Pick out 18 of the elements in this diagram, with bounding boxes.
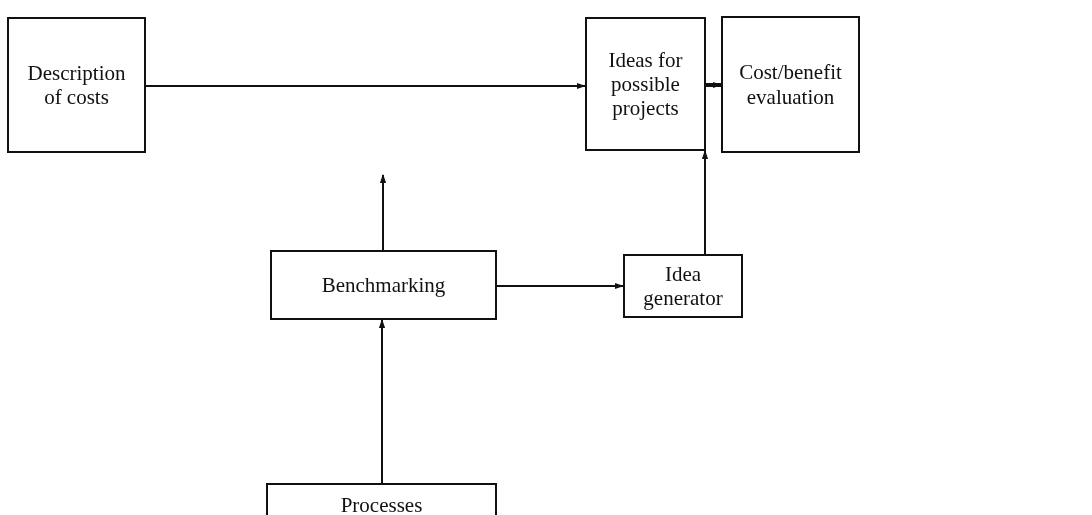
- process-box: [585, 17, 706, 151]
- box-label: Ideas for possible projects: [607, 47, 684, 121]
- arrow: [145, 82, 586, 90]
- box-label: Idea generator: [642, 261, 724, 311]
- process-box: [721, 16, 860, 153]
- process-box: [266, 483, 497, 515]
- box-label: Processes: [340, 493, 423, 515]
- box-label: Cost/benefit evaluation: [738, 60, 843, 109]
- box-label: Benchmarking: [321, 272, 446, 298]
- arrow: [496, 282, 624, 290]
- process-box: [7, 17, 146, 153]
- arrow: [706, 81, 722, 89]
- arrow: [378, 319, 386, 484]
- process-box: [623, 254, 743, 318]
- arrow: [379, 174, 387, 251]
- process-box: [270, 250, 497, 320]
- arrow: [701, 150, 709, 255]
- box-label: Description of costs: [26, 60, 127, 110]
